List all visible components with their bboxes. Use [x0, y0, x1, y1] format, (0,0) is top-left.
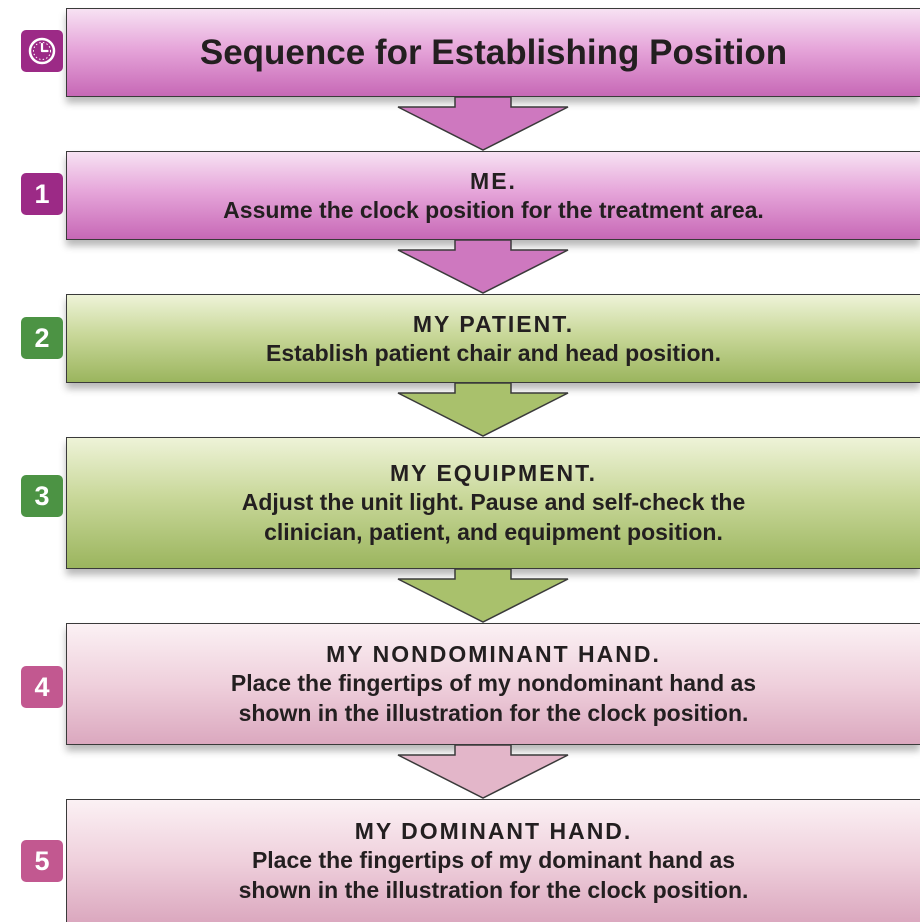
connector-arrow — [397, 568, 569, 623]
step-box: MY EQUIPMENT. Adjust the unit light. Pau… — [66, 437, 920, 569]
step-text: Place the fingertips of my nondominant h… — [230, 670, 757, 696]
step-text: shown in the illustration for the clock … — [238, 700, 749, 726]
page-title: Sequence for Establishing Position — [199, 32, 788, 72]
step-number-badge: 2 — [21, 317, 63, 359]
title-badge — [21, 30, 63, 72]
step-text: Assume the clock position for the treatm… — [223, 196, 764, 223]
step-box: ME. Assume the clock position for the tr… — [66, 151, 920, 240]
step-box: MY PATIENT. Establish patient chair and … — [66, 294, 920, 383]
step-text: Adjust the unit light. Pause and self-ch… — [241, 489, 746, 515]
connector-arrow — [397, 382, 569, 437]
connector-arrow — [397, 96, 569, 151]
step-heading: ME. — [470, 167, 517, 194]
step-number-badge: 1 — [21, 173, 63, 215]
step-text: Place the fingertips of my dominant hand… — [251, 847, 736, 873]
step-text: shown in the illustration for the clock … — [238, 877, 749, 903]
step-number-badge: 5 — [21, 840, 63, 882]
connector-arrow — [397, 744, 569, 799]
title-box: Sequence for Establishing Position — [66, 8, 920, 97]
step-box: MY NONDOMINANT HAND. Place the fingertip… — [66, 623, 920, 745]
step-heading: MY NONDOMINANT HAND. — [326, 641, 661, 667]
step-text: clinician, patient, and equipment positi… — [264, 519, 723, 545]
step-heading: MY DOMINANT HAND. — [354, 818, 633, 844]
step-heading: MY PATIENT. — [412, 310, 575, 337]
step-number-badge: 4 — [21, 666, 63, 708]
step-heading: MY EQUIPMENT. — [389, 460, 598, 486]
step-text: Establish patient chair and head positio… — [266, 339, 721, 366]
step-box: MY DOMINANT HAND. Place the fingertips o… — [66, 799, 920, 922]
clock-icon — [28, 37, 56, 65]
connector-arrow — [397, 239, 569, 294]
step-number-badge: 3 — [21, 475, 63, 517]
